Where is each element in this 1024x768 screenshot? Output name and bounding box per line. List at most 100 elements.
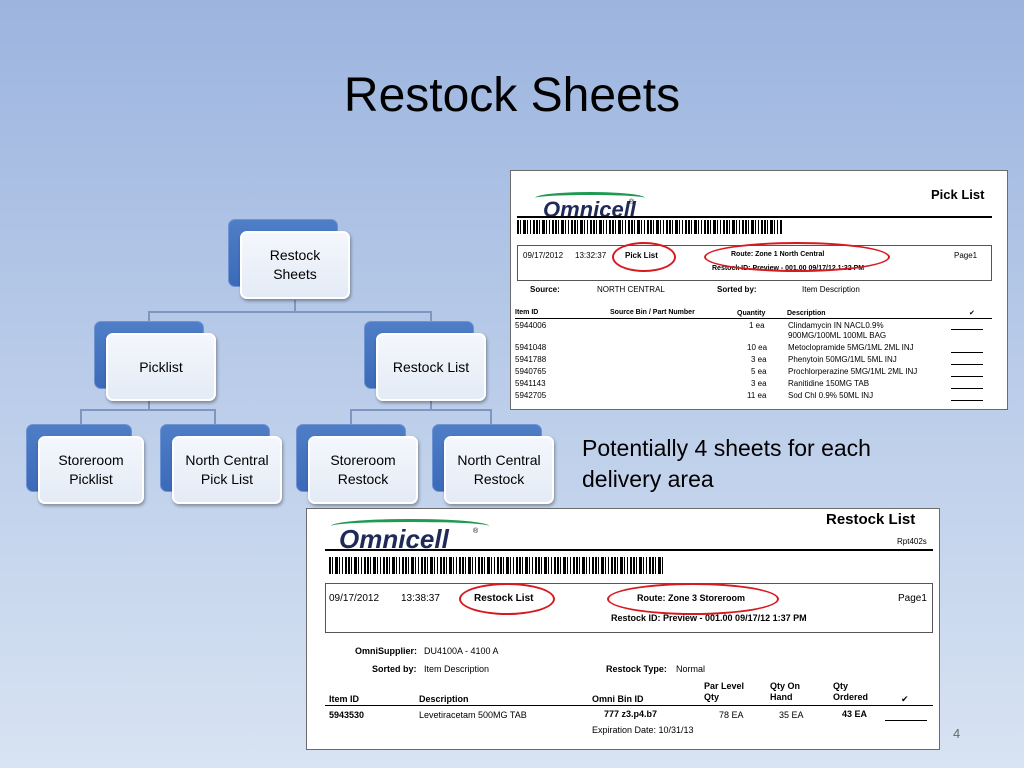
divider [325, 549, 933, 551]
caption-text: Potentially 4 sheets for each delivery a… [582, 435, 871, 492]
node-label: North Central Pick List [172, 436, 282, 504]
quantity: 11 ea [747, 391, 767, 400]
column-header: Description [419, 694, 469, 704]
connector [148, 311, 432, 313]
connector [294, 300, 296, 312]
node-restock-sheets: Restock Sheets [228, 219, 350, 299]
column-header: Item ID [515, 309, 539, 316]
signoff-line [951, 388, 983, 389]
node-picklist: Picklist [94, 321, 216, 401]
item-id: 5941048 [515, 343, 547, 352]
divider [515, 318, 992, 319]
connector [490, 409, 492, 425]
description: Metoclopramide 5MG/1ML 2ML INJ [788, 343, 914, 352]
highlight-oval [704, 242, 890, 272]
report-time: 13:38:37 [401, 593, 440, 604]
node-label: North Central Restock [444, 436, 554, 504]
sorted-value: Item Description [424, 664, 490, 674]
connector [148, 392, 150, 410]
supplier-value: DU4100A - 4100 A [424, 646, 499, 656]
restock-list-document: Omnicell ® Restock List Rpt402s 09/17/20… [306, 508, 940, 750]
column-header: Item ID [329, 694, 360, 704]
item-id: 5942705 [515, 391, 547, 400]
check-header: ✔ [969, 310, 975, 317]
page-number: 4 [953, 726, 961, 741]
connector [214, 409, 216, 425]
omnicell-logo-swoosh [535, 192, 645, 204]
restock-type-value: Normal [676, 664, 706, 674]
description: Phenytoin 50MG/1ML 5ML INJ [788, 355, 897, 364]
description: Levetiracetam 500MG TAB [419, 710, 527, 720]
node-label: Storeroom Restock [308, 436, 418, 504]
item-id: 5941143 [515, 379, 546, 388]
report-date: 09/17/2012 [329, 593, 380, 604]
description: Sod Chl 0.9% 50ML INJ [788, 391, 874, 400]
divider [517, 216, 992, 218]
column-header: Description [787, 310, 826, 317]
signoff-line [951, 364, 983, 365]
connector [80, 409, 216, 411]
item-id: 5941788 [515, 355, 547, 364]
column-header: Qty On Hand [770, 681, 801, 702]
node-label: Restock List [376, 333, 486, 401]
column-header: Omni Bin ID [592, 694, 644, 704]
document-title: Restock List [826, 511, 916, 528]
expiration-date: Expiration Date: 10/31/13 [592, 725, 694, 735]
node-storeroom-picklist: Storeroom Picklist [26, 424, 144, 504]
report-date: 09/17/2012 [523, 251, 564, 260]
report-code: Rpt402s [897, 537, 927, 546]
check-header: ✔ [901, 694, 909, 704]
document-title: Pick List [931, 187, 985, 202]
slide-title: Restock Sheets [343, 69, 681, 122]
divider [325, 705, 933, 706]
barcode [329, 557, 663, 574]
node-north-central-restock: North Central Restock [432, 424, 554, 504]
barcode [517, 220, 783, 234]
pick-list-document: Omnicell ® Pick List 09/17/2012 13:32:37… [510, 170, 1008, 410]
report-time: 13:32:37 [575, 251, 607, 260]
sorted-label: Sorted by: [717, 285, 757, 294]
signoff-line [951, 400, 983, 401]
source-value: NORTH CENTRAL [597, 285, 665, 294]
column-header: Qty Ordered [833, 681, 869, 702]
description: Ranitidine 150MG TAB [788, 379, 870, 388]
column-header: Par Level Qty [704, 681, 745, 702]
connector [430, 392, 432, 410]
node-label: Restock Sheets [240, 231, 350, 299]
signoff-line [885, 720, 927, 721]
connector [430, 311, 432, 323]
quantity: 3 ea [751, 355, 767, 364]
par-level: 78 EA [719, 710, 744, 720]
connector [80, 409, 82, 425]
item-id: 5940765 [515, 367, 547, 376]
supplier-label: OmniSupplier: [355, 646, 418, 656]
source-label: Source: [530, 285, 560, 294]
header-box [325, 583, 933, 633]
node-label: Picklist [106, 333, 216, 401]
signoff-line [951, 352, 983, 353]
description: Prochlorperazine 5MG/1ML 2ML INJ [788, 367, 918, 376]
omni-bin-id: 777 z3.p4.b7 [604, 709, 658, 719]
quantity: 3 ea [751, 379, 767, 388]
quantity: 1 ea [749, 321, 765, 330]
sorted-label: Sorted by: [372, 664, 417, 674]
highlight-oval [459, 583, 555, 615]
column-header: Source Bin / Part Number [610, 309, 695, 316]
item-id: 5944006 [515, 321, 547, 330]
qty-on-hand: 35 EA [779, 710, 804, 720]
sorted-value: Item Description [802, 285, 860, 294]
connector [350, 409, 352, 425]
column-header: Quantity [737, 310, 766, 317]
signoff-line [951, 376, 983, 377]
qty-ordered: 43 EA [842, 709, 868, 719]
item-id: 5943530 [329, 710, 365, 720]
omnicell-logo-swoosh [331, 519, 489, 533]
highlight-oval [607, 583, 779, 615]
highlight-oval [612, 242, 676, 272]
registered-mark: ® [473, 528, 479, 535]
page-label: Page1 [898, 593, 927, 604]
signoff-line [951, 329, 983, 330]
restock-type-label: Restock Type: [606, 664, 667, 674]
quantity: 5 ea [751, 367, 767, 376]
node-restock-list: Restock List [364, 321, 486, 401]
